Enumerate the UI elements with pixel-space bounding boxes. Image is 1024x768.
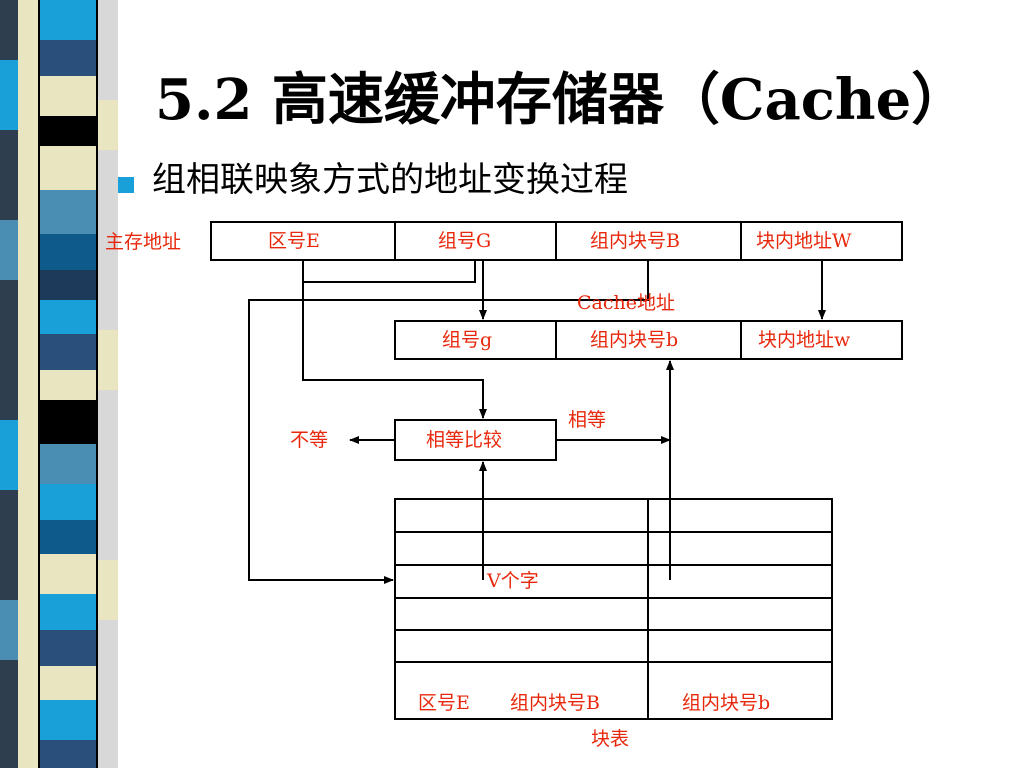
cache-field-block-b: 组内块号b	[590, 329, 679, 351]
bullet-square-icon	[118, 177, 134, 193]
cache-address-label: Cache地址	[577, 292, 675, 314]
table-caption: 块表	[591, 728, 630, 750]
table-col-zone-e: 区号E	[418, 692, 470, 714]
block-table	[394, 498, 833, 720]
field-zone-e: 区号E	[268, 230, 320, 252]
compare-box-label: 相等比较	[426, 429, 503, 451]
equal-label: 相等	[568, 409, 607, 431]
cache-field-offset-w: 块内地址w	[758, 329, 851, 351]
cache-address-register	[394, 320, 903, 360]
field-block-offset-w: 块内地址W	[756, 230, 852, 252]
bullet-text: 组相联映象方式的地址变换过程	[152, 160, 628, 200]
table-col-block-b-lower: 组内块号b	[682, 692, 771, 714]
main-memory-address-label: 主存地址	[105, 231, 182, 253]
decorative-stripe	[0, 0, 118, 768]
table-col-block-b: 组内块号B	[510, 692, 600, 714]
page-title: 5.2 高速缓冲存储器（Cache）	[155, 67, 968, 133]
field-group-g: 组号G	[438, 230, 492, 252]
cache-field-group-g: 组号g	[442, 329, 493, 351]
field-block-in-group-b: 组内块号B	[590, 230, 680, 252]
not-equal-label: 不等	[290, 429, 329, 451]
table-rows-label: V个字	[487, 570, 539, 592]
